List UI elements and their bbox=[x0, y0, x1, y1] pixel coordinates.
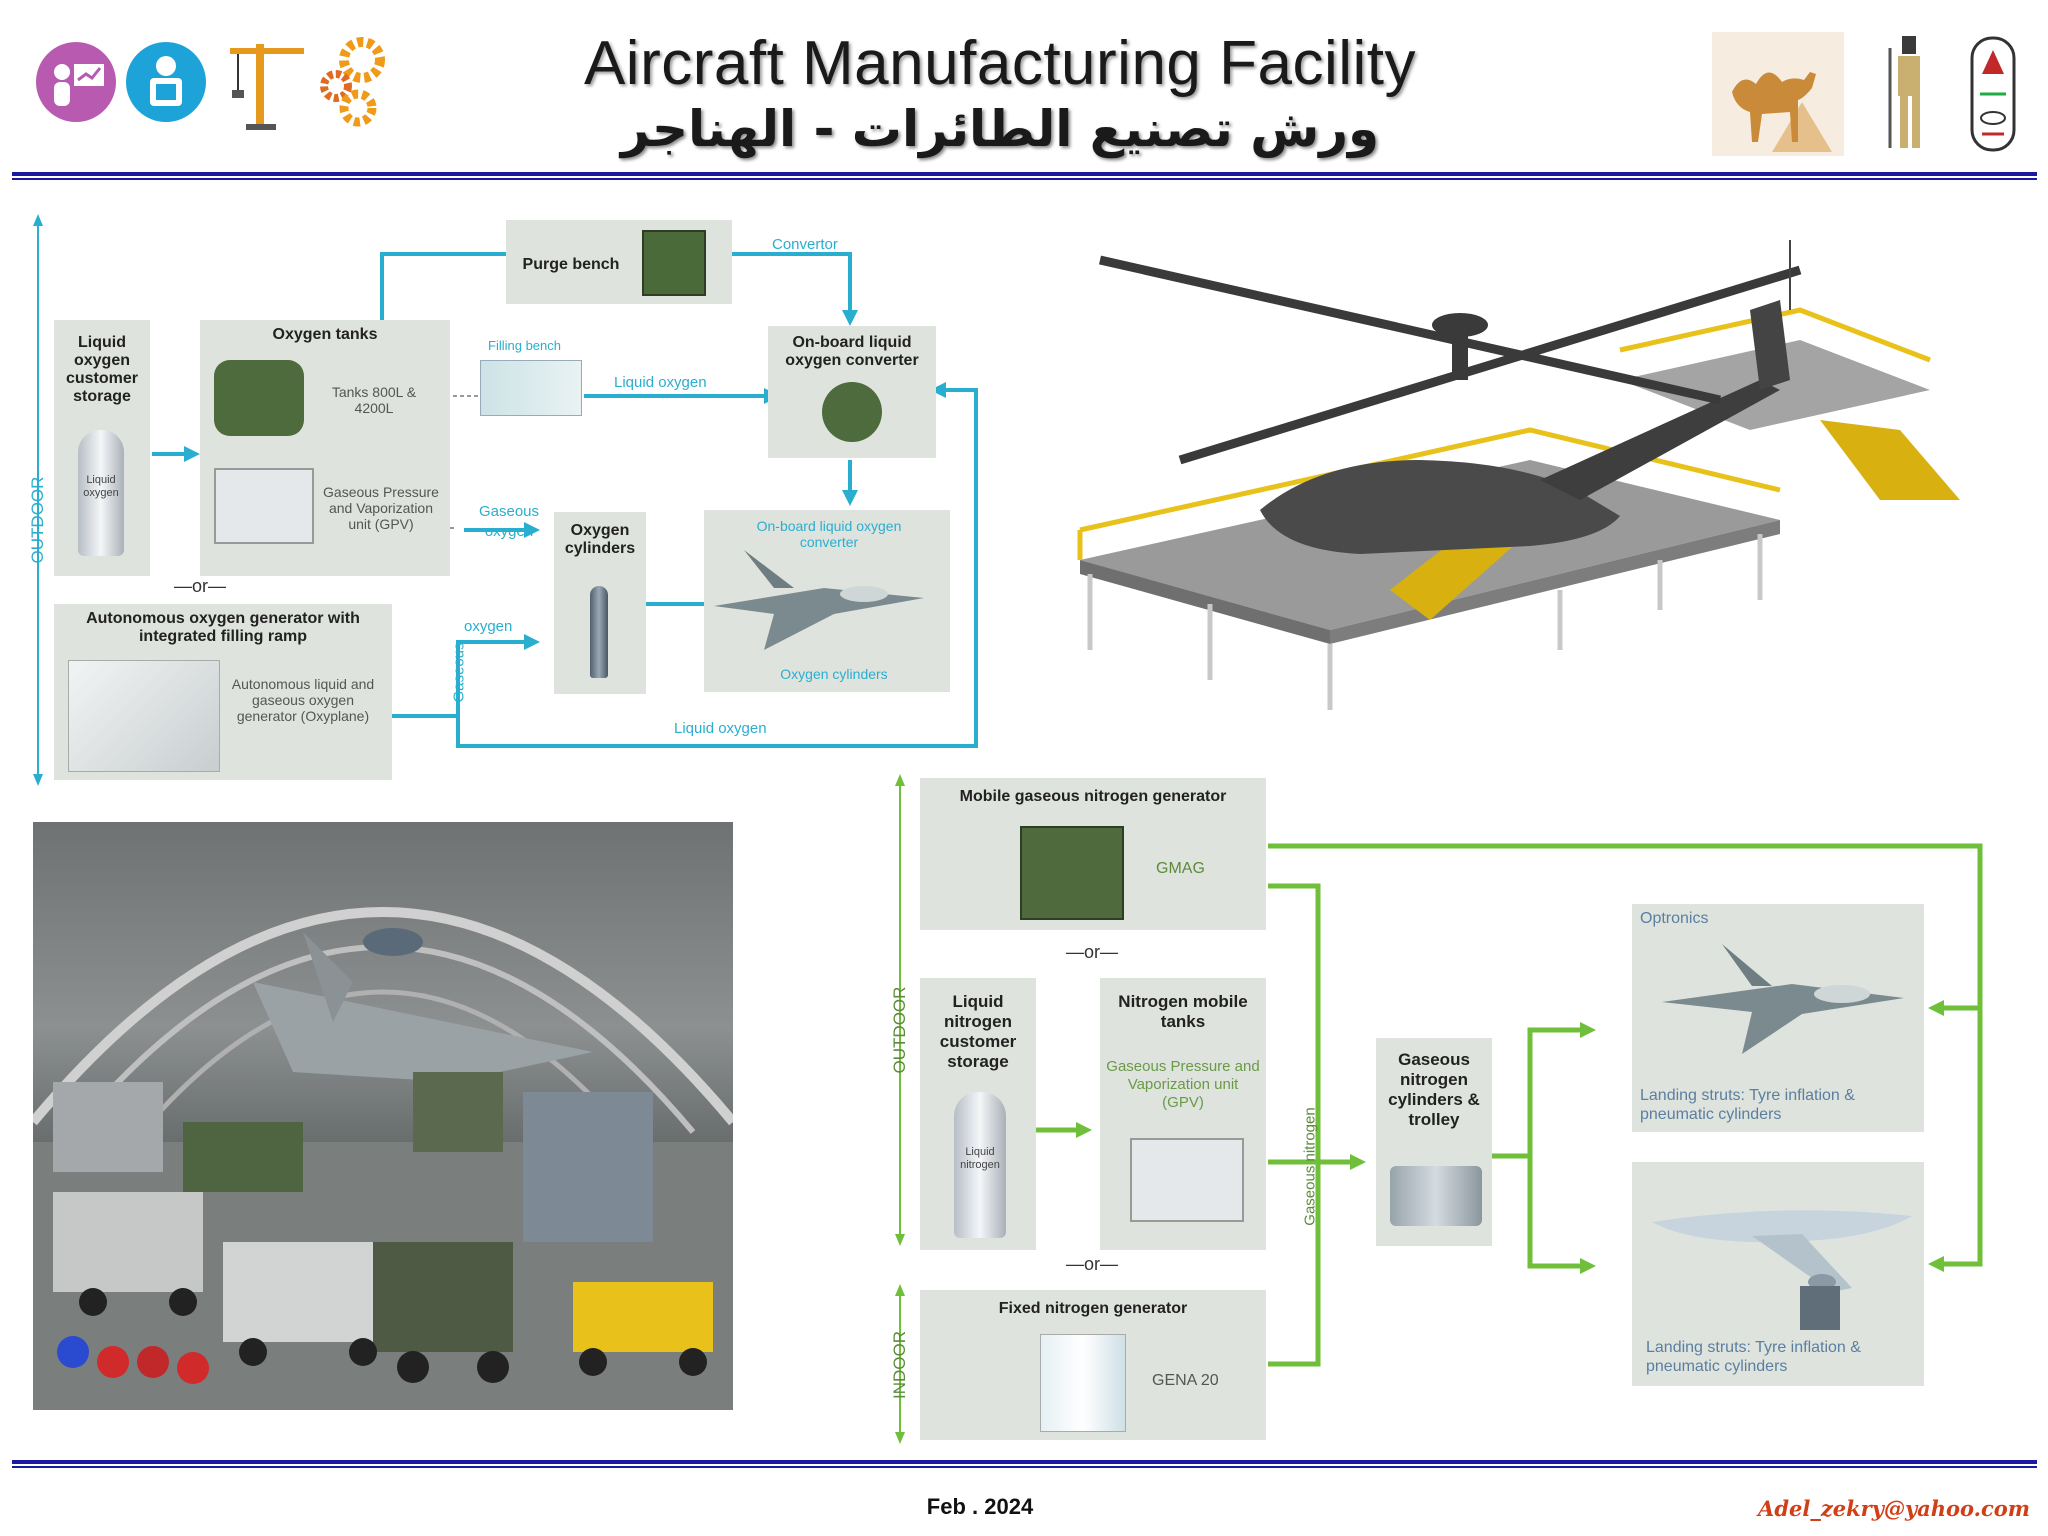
fixed-generator-title: Fixed nitrogen generator bbox=[998, 1300, 1188, 1317]
footer-date: Feb . 2024 bbox=[926, 1494, 1034, 1519]
airliner-icon bbox=[1652, 1210, 1912, 1330]
oxygen-cylinder-image bbox=[590, 586, 608, 678]
onboard-converter-label-2: On-board liquid oxygen converter bbox=[756, 518, 902, 550]
tanks-capacity-label: Tanks 800L & 4200L bbox=[331, 384, 417, 416]
oxygen-cylinders-label-2: Oxygen cylinders bbox=[780, 666, 888, 682]
helicopter-maintenance-platform-image bbox=[1060, 230, 1960, 720]
airliner-box: Landing struts: Tyre inflation & pneumat… bbox=[1632, 1162, 1924, 1386]
engineer-logo bbox=[126, 42, 206, 122]
liquid-nitrogen-tank-label: Liquid nitrogen bbox=[960, 1146, 1000, 1171]
purge-bench-title: Purge bench bbox=[522, 256, 620, 273]
purge-bench-image bbox=[642, 230, 706, 296]
gmag-unit-image bbox=[1020, 826, 1124, 920]
gaseous-vertical-label: Gaseous bbox=[450, 642, 468, 703]
oxygen-tanks-box: Oxygen tanks Tanks 800L & 4200L Gaseous … bbox=[200, 320, 450, 576]
onboard-converter-title: On-board liquid oxygen converter bbox=[785, 334, 919, 369]
gaseous-nitrogen-label: Gaseous nitrogen bbox=[1301, 1107, 1319, 1226]
fixed-nitrogen-generator-box: Fixed nitrogen generator GENA 20 bbox=[920, 1290, 1266, 1440]
nitrogen-mobile-tanks-title: Nitrogen mobile tanks bbox=[1118, 992, 1248, 1031]
gena-unit-image bbox=[1040, 1334, 1126, 1432]
nitrogen-gpv-image bbox=[1130, 1138, 1244, 1222]
nitrogen-gpv-label: Gaseous Pressure and Vaporization unit (… bbox=[1106, 1058, 1260, 1111]
nitrogen-diagram: OUTDOOR INDOOR Mobile gaseous nitrogen g… bbox=[880, 770, 2000, 1450]
outdoor-axis-label: OUTDOOR bbox=[28, 476, 47, 564]
indoor-axis-label: INDOOR bbox=[890, 1331, 909, 1399]
camel-logo bbox=[1712, 32, 1844, 156]
crane-logo bbox=[226, 34, 306, 134]
oxygen-flow-label: oxygen bbox=[464, 618, 513, 635]
outdoor-axis-label: OUTDOOR bbox=[890, 986, 909, 1074]
fighter-jet-icon bbox=[1662, 944, 1904, 1054]
gaseous-oxygen-label: Gaseous oxygen bbox=[478, 503, 540, 540]
filling-bench-label: Filling bench bbox=[488, 338, 561, 353]
gena-label: GENA 20 bbox=[1152, 1372, 1219, 1389]
footer-email: Adel_zekry@yahoo.com bbox=[1758, 1496, 2030, 1521]
oxygen-tanks-title: Oxygen tanks bbox=[272, 326, 378, 343]
gpv-label: Gaseous Pressure and Vaporization unit (… bbox=[323, 484, 439, 532]
oxygen-diagram: OUTDOOR Purge bench Convertor Liquid oxy… bbox=[24, 210, 1024, 790]
liquid-oxygen-flow-label: Liquid oxygen bbox=[614, 374, 707, 391]
converter-image bbox=[822, 382, 882, 442]
nitrogen-mobile-tanks-box: Nitrogen mobile tanks Gaseous Pressure a… bbox=[1100, 978, 1266, 1250]
aircraft-oxygen-box: On-board liquid oxygen converter Oxygen … bbox=[704, 510, 950, 692]
nitrogen-cylinders-trolley-box: Gaseous nitrogen cylinders & trolley bbox=[1376, 1038, 1492, 1246]
oxygen-cylinders-title: Oxygen cylinders bbox=[564, 522, 636, 557]
liquid-oxygen-storage-box: Liquid oxygen customer storage Liquid ox… bbox=[54, 320, 150, 576]
liquid-oxygen-storage-title: Liquid oxygen customer storage bbox=[65, 334, 139, 405]
autonomous-generator-desc: Autonomous liquid and gaseous oxygen gen… bbox=[231, 676, 375, 724]
footer-divider bbox=[12, 1460, 2037, 1468]
mobile-nitrogen-generator-box: Mobile gaseous nitrogen generator GMAG bbox=[920, 778, 1266, 930]
gpv-unit-image bbox=[214, 468, 314, 544]
mobile-generator-title: Mobile gaseous nitrogen generator bbox=[959, 788, 1227, 805]
liquid-oxygen-loop-label: Liquid oxygen bbox=[674, 720, 767, 737]
onboard-converter-box: On-board liquid oxygen converter bbox=[768, 326, 936, 458]
container-generator-image bbox=[68, 660, 220, 772]
nitrogen-cylinders-title: Gaseous nitrogen cylinders & trolley bbox=[1388, 1050, 1480, 1129]
autonomous-generator-title: Autonomous oxygen generator with integra… bbox=[86, 610, 360, 645]
oxygen-cylinders-box: Oxygen cylinders bbox=[554, 512, 646, 694]
or-separator: —or— bbox=[174, 576, 227, 596]
header-divider bbox=[12, 172, 2037, 180]
or-separator-1: —or— bbox=[1066, 942, 1119, 962]
purge-bench-box: Purge bench bbox=[506, 220, 732, 304]
gmag-label: GMAG bbox=[1156, 860, 1205, 877]
liquid-oxygen-tank-image: Liquid oxygen bbox=[78, 430, 124, 556]
nitrogen-trolley-image bbox=[1390, 1166, 1482, 1226]
emblem-logo bbox=[1968, 34, 2018, 154]
fighter-jet-icon bbox=[714, 550, 924, 650]
landing-struts-label-1: Landing struts: Tyre inflation & pneumat… bbox=[1640, 1087, 1855, 1123]
optronics-aircraft-box: Optronics Landing struts: Tyre inflation… bbox=[1632, 904, 1924, 1132]
or-separator-2: —or— bbox=[1066, 1254, 1119, 1274]
page-title-arabic: ورش تصنيع الطائرات - الهناجر bbox=[620, 100, 1380, 158]
liquid-nitrogen-storage-box: Liquid nitrogen customer storage Liquid … bbox=[920, 978, 1036, 1250]
oxygen-tank-trailer-image bbox=[214, 360, 304, 436]
filling-bench-image bbox=[480, 360, 582, 416]
page-title: Aircraft Manufacturing Facility bbox=[583, 29, 1417, 98]
autonomous-generator-box: Autonomous oxygen generator with integra… bbox=[54, 604, 392, 780]
liquid-nitrogen-tank-image: Liquid nitrogen bbox=[954, 1092, 1006, 1238]
presentation-logo bbox=[36, 42, 116, 122]
nitrogen-flow-arrows bbox=[895, 774, 1983, 1444]
anubis-logo bbox=[1880, 28, 1940, 154]
optronics-label: Optronics bbox=[1640, 910, 1709, 927]
liquid-oxygen-tank-label: Liquid oxygen bbox=[83, 474, 119, 499]
convertor-label: Convertor bbox=[772, 236, 838, 253]
hangar-equipment-photo bbox=[33, 822, 733, 1410]
liquid-nitrogen-storage-title: Liquid nitrogen customer storage bbox=[939, 992, 1017, 1071]
landing-struts-label-2: Landing struts: Tyre inflation & pneumat… bbox=[1646, 1339, 1861, 1375]
gears-logo bbox=[312, 30, 396, 130]
